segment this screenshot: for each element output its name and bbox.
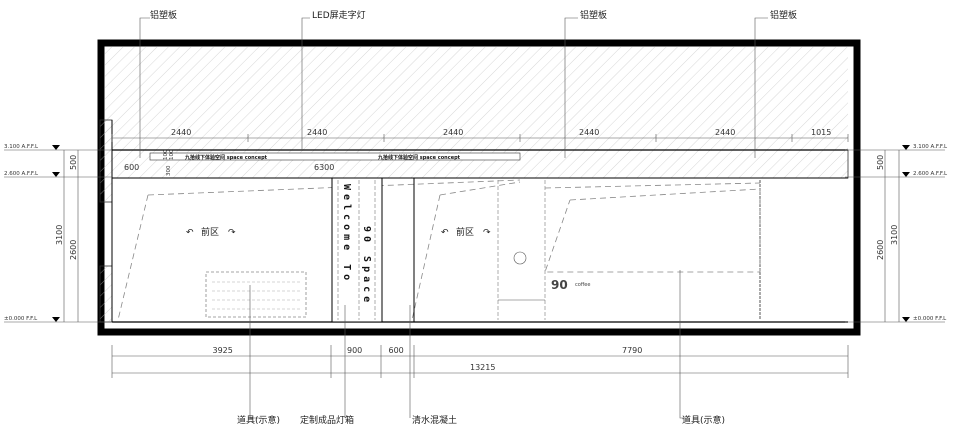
- rotate-left-icon: ↶: [441, 228, 449, 238]
- dim-upper-left: 500: [69, 155, 78, 170]
- dim-overall: 13215: [470, 363, 495, 372]
- lightbox-text-welcome: Welcome To: [341, 184, 352, 284]
- dim-lower-left: 2600: [69, 240, 78, 260]
- logo-word: coffee: [575, 282, 590, 288]
- callout-aluminum-panel-1: 铝塑板: [150, 9, 177, 21]
- top-dim-5: 1015: [811, 128, 831, 137]
- top-dim-2: 2440: [443, 128, 463, 137]
- level-top-right: 3.100 A.F.F.L: [913, 144, 948, 150]
- bottom-dim-0: 3925: [213, 346, 233, 355]
- level-marker-icons-right: [902, 145, 910, 322]
- level-mid-right: 2.600 A.F.F.L: [913, 171, 948, 177]
- level-mid-left: 2.600 A.F.F.L: [4, 171, 39, 177]
- bottom-dim-2: 600: [389, 346, 404, 355]
- dim-offset: 600: [124, 163, 139, 172]
- top-dim-1: 2440: [307, 128, 327, 137]
- dim-sign-length: 6300: [314, 163, 334, 172]
- callout-prop-1: 道具(示意): [237, 414, 280, 426]
- prop-display-panel: [544, 188, 761, 273]
- dim-h1: 100: [163, 149, 169, 160]
- zone-label-2: 前区: [456, 226, 474, 238]
- dim-h3: 300: [166, 165, 172, 176]
- dim-total-right: 3100: [890, 225, 899, 245]
- ceiling-hatch: [105, 47, 848, 150]
- rotate-right-icon: ↷: [228, 228, 236, 238]
- led-sign-text-2: 九拾线下体验空间 space concept: [377, 154, 461, 161]
- led-sign-text-1: 九拾线下体验空间 space concept: [184, 154, 268, 161]
- level-floor-right: ±0.000 F.F.L: [913, 316, 947, 322]
- lightbox: [331, 177, 383, 323]
- top-dim-4: 2440: [715, 128, 735, 137]
- dim-total-left: 3100: [55, 225, 64, 245]
- dim-h2: 100: [169, 149, 175, 160]
- callout-aluminum-panel-2: 铝塑板: [580, 9, 607, 21]
- dim-lower-right: 2600: [876, 240, 885, 260]
- rotate-left-icon: ↶: [186, 228, 194, 238]
- bottom-dim-3: 7790: [622, 346, 642, 355]
- level-top-left: 3.100 A.F.F.L: [4, 144, 39, 150]
- rotate-right-icon: ↷: [483, 228, 491, 238]
- logo-mark: 90: [551, 278, 568, 292]
- callout-aluminum-panel-3: 铝塑板: [770, 9, 797, 21]
- bottom-dim-1: 900: [347, 346, 362, 355]
- callout-fair-faced-concrete: 清水混凝土: [412, 414, 457, 426]
- dim-upper-right: 500: [876, 155, 885, 170]
- callout-prop-2: 道具(示意): [682, 414, 725, 426]
- led-sign-strip: [149, 152, 521, 161]
- callout-lightbox: 定制成品灯箱: [300, 414, 354, 426]
- top-dim-0: 2440: [171, 128, 191, 137]
- lightbox-text-90space: 90 Space: [361, 226, 372, 306]
- zone-label-1: 前区: [201, 226, 219, 238]
- top-dim-3: 2440: [579, 128, 599, 137]
- callout-led-sign: LED屏走字灯: [312, 9, 366, 21]
- level-floor-left: ±0.000 F.F.L: [4, 316, 38, 322]
- prop-shelf: [205, 271, 307, 318]
